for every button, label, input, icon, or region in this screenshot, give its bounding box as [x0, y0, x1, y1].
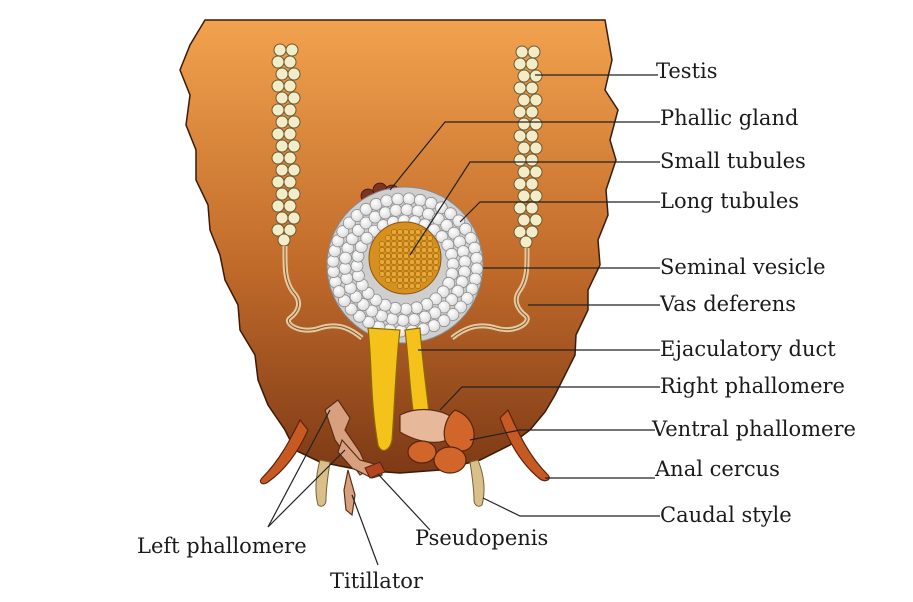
leader-lines — [267, 74, 660, 566]
label-ejaculatory-duct: Ejaculatory duct — [660, 337, 836, 361]
label-left-phallomere: Left phallomere — [137, 534, 307, 558]
ventral-phallomere — [407, 409, 475, 474]
label-caudal-style: Caudal style — [660, 503, 792, 527]
label-ventral-phallomere: Ventral phallomere — [651, 417, 856, 441]
label-phallic-gland: Phallic gland — [660, 106, 798, 130]
testis-left — [271, 43, 301, 247]
caudal-style-right — [469, 459, 485, 507]
label-anal-cercus: Anal cercus — [654, 457, 780, 481]
label-long-tubules: Long tubules — [660, 189, 799, 213]
label-testis: Testis — [656, 59, 718, 83]
label-pseudopenis: Pseudopenis — [415, 526, 548, 550]
label-small-tubules: Small tubules — [660, 149, 806, 173]
anal-cercus-right — [499, 408, 550, 482]
testis-right — [513, 45, 543, 249]
label-titillator: Titillator — [330, 569, 424, 593]
label-seminal-vesicle: Seminal vesicle — [660, 255, 826, 279]
caudal-style-left — [315, 459, 331, 507]
small-tubules — [368, 221, 442, 295]
label-vas-deferens: Vas deferens — [659, 292, 796, 316]
anal-cercus-left — [259, 418, 309, 485]
pseudopenis — [364, 461, 386, 479]
label-right-phallomere: Right phallomere — [660, 374, 845, 398]
